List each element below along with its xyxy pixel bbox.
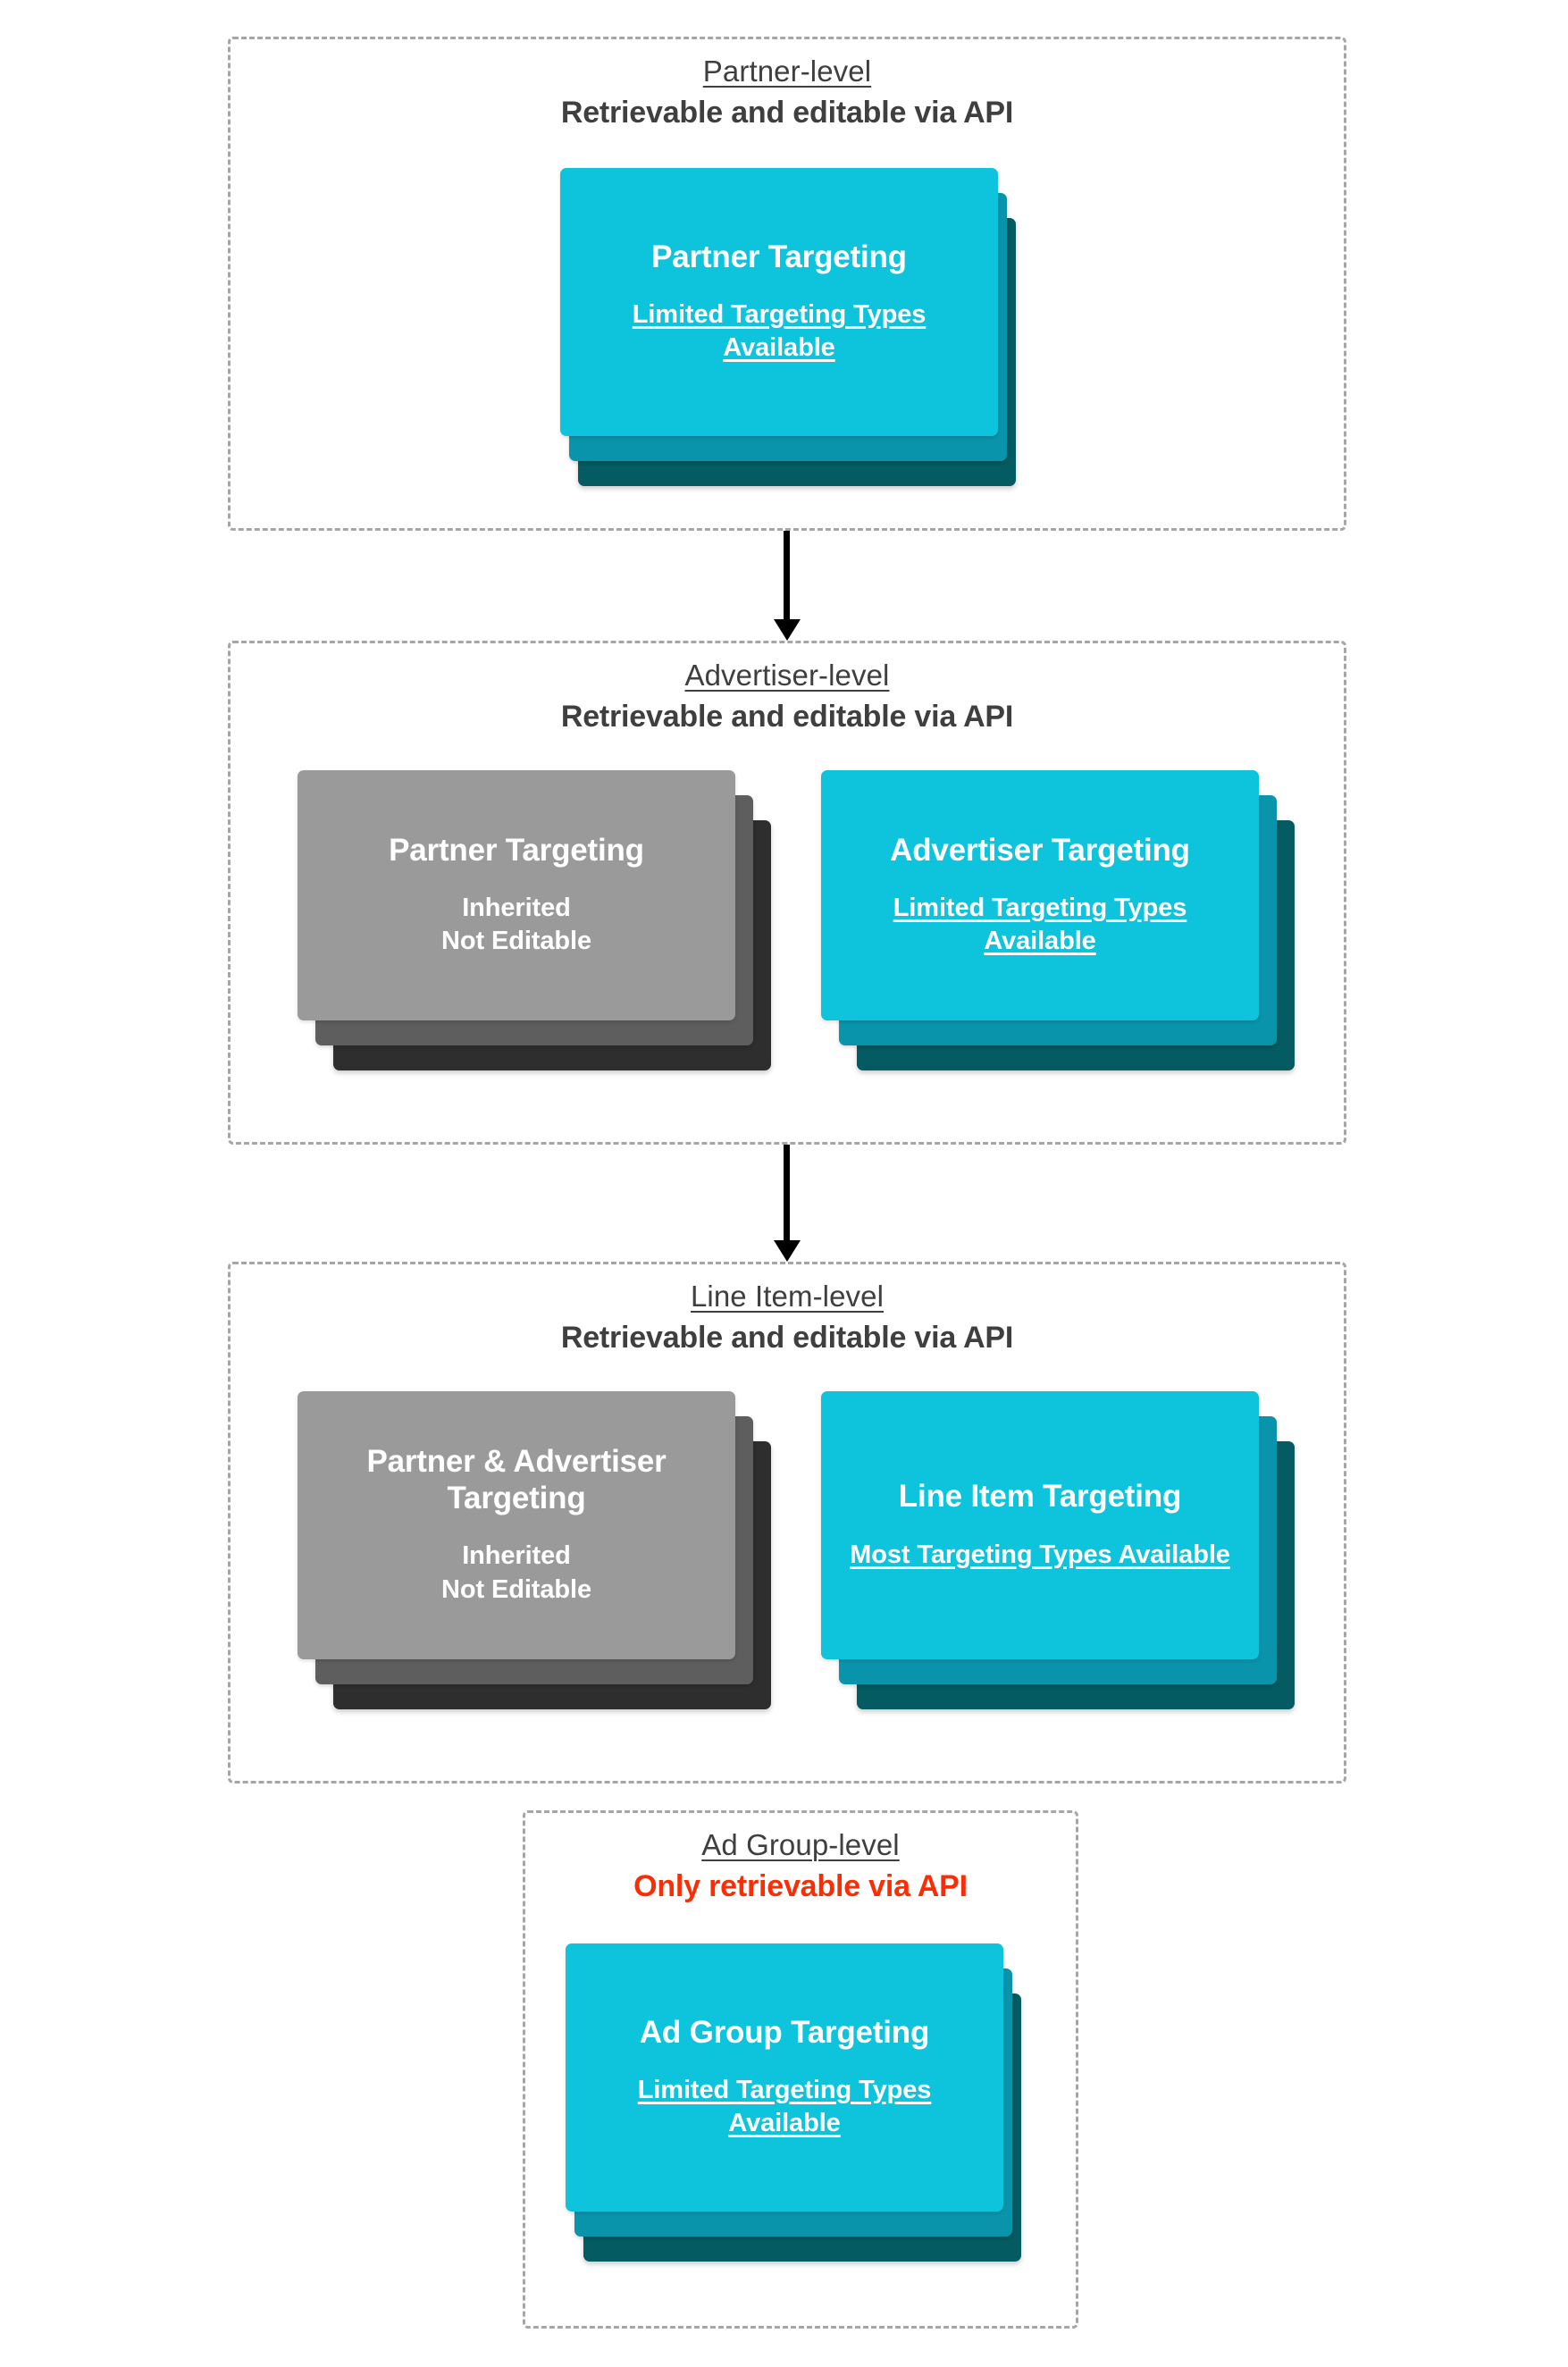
- card-stack-advertiser-targeting[interactable]: Advertiser Targeting Limited Targeting T…: [821, 770, 1295, 1119]
- card-stack-inherited-partner-advertiser-targeting[interactable]: Partner & Advertiser Targeting Inherited…: [298, 1391, 771, 1758]
- connector-shaft: [784, 1145, 790, 1242]
- connector-arrowhead: [774, 619, 801, 641]
- card-line-item-targeting[interactable]: Line Item Targeting Most Targeting Types…: [821, 1391, 1259, 1659]
- connector-advertiser-to-line-item: [774, 1145, 801, 1262]
- card-partner-targeting-title: Partner Targeting: [651, 239, 907, 274]
- panel-ad-group-level-api-note: Only retrievable via API: [633, 1868, 968, 1903]
- panel-line-item-level: Line Item-level Retrievable and editable…: [228, 1262, 1346, 1784]
- card-inherited-partner-advertiser-targeting[interactable]: Partner & Advertiser Targeting Inherited…: [298, 1391, 735, 1659]
- connector-arrowhead: [774, 1240, 801, 1262]
- card-advertiser-targeting-title: Advertiser Targeting: [890, 832, 1190, 868]
- card-advertiser-targeting[interactable]: Advertiser Targeting Limited Targeting T…: [821, 770, 1259, 1020]
- panel-line-item-level-title: Line Item-level: [690, 1280, 885, 1313]
- panel-advertiser-level-header: Advertiser-level Retrievable and editabl…: [231, 658, 1344, 734]
- subtitle-line-2: Not Editable: [441, 927, 591, 956]
- card-partner-targeting-subtitle: Limited Targeting Types Available: [632, 300, 927, 363]
- card-inherited-partner-targeting[interactable]: Partner Targeting Inherited Not Editable: [298, 770, 735, 1020]
- subtitle-line-1: Inherited: [462, 894, 571, 923]
- panel-advertiser-level-title: Advertiser-level: [684, 659, 890, 692]
- panel-ad-group-level-title: Ad Group-level: [701, 1828, 900, 1861]
- card-stack-partner-targeting[interactable]: Partner Targeting Limited Targeting Type…: [560, 168, 1021, 511]
- card-line-item-targeting-subtitle: Most Targeting Types Available: [850, 1540, 1230, 1569]
- panel-line-item-level-header: Line Item-level Retrievable and editable…: [231, 1279, 1344, 1356]
- panel-partner-level-title: Partner-level: [702, 55, 872, 88]
- card-ad-group-targeting-subtitle: Limited Targeting Types Available: [637, 2076, 932, 2138]
- panel-advertiser-level-api-note: Retrievable and editable via API: [560, 699, 1014, 734]
- connector-partner-to-advertiser: [774, 531, 801, 641]
- card-stack-ad-group-targeting[interactable]: Ad Group Targeting Limited Targeting Typ…: [566, 1943, 1030, 2292]
- subtitle-line-2: Not Editable: [441, 1574, 591, 1604]
- card-stack-inherited-partner-targeting[interactable]: Partner Targeting Inherited Not Editable: [298, 770, 771, 1119]
- connector-shaft: [784, 531, 790, 621]
- card-advertiser-targeting-subtitle: Limited Targeting Types Available: [893, 894, 1187, 956]
- panel-ad-group-level-header: Ad Group-level Only retrievable via API: [525, 1827, 1076, 1904]
- card-inherited-partner-targeting-subtitle: Inherited Not Editable: [441, 892, 591, 958]
- card-ad-group-targeting[interactable]: Ad Group Targeting Limited Targeting Typ…: [566, 1943, 1003, 2212]
- card-inherited-partner-advertiser-targeting-subtitle: Inherited Not Editable: [441, 1540, 591, 1606]
- panel-partner-level-header: Partner-level Retrievable and editable v…: [231, 54, 1344, 130]
- panel-ad-group-level: Ad Group-level Only retrievable via API …: [523, 1810, 1078, 2329]
- card-ad-group-targeting-title: Ad Group Targeting: [639, 2014, 930, 2050]
- card-partner-targeting[interactable]: Partner Targeting Limited Targeting Type…: [560, 168, 998, 436]
- card-line-item-targeting-title: Line Item Targeting: [898, 1479, 1182, 1515]
- panel-advertiser-level: Advertiser-level Retrievable and editabl…: [228, 641, 1346, 1145]
- card-inherited-partner-advertiser-targeting-title: Partner & Advertiser Targeting: [366, 1444, 667, 1515]
- panel-partner-level: Partner-level Retrievable and editable v…: [228, 37, 1346, 531]
- subtitle-line-1: Inherited: [462, 1541, 571, 1571]
- panel-partner-level-api-note: Retrievable and editable via API: [560, 95, 1014, 130]
- card-stack-line-item-targeting[interactable]: Line Item Targeting Most Targeting Types…: [821, 1391, 1295, 1758]
- panel-line-item-level-api-note: Retrievable and editable via API: [560, 1320, 1014, 1355]
- card-inherited-partner-targeting-title: Partner Targeting: [389, 832, 644, 868]
